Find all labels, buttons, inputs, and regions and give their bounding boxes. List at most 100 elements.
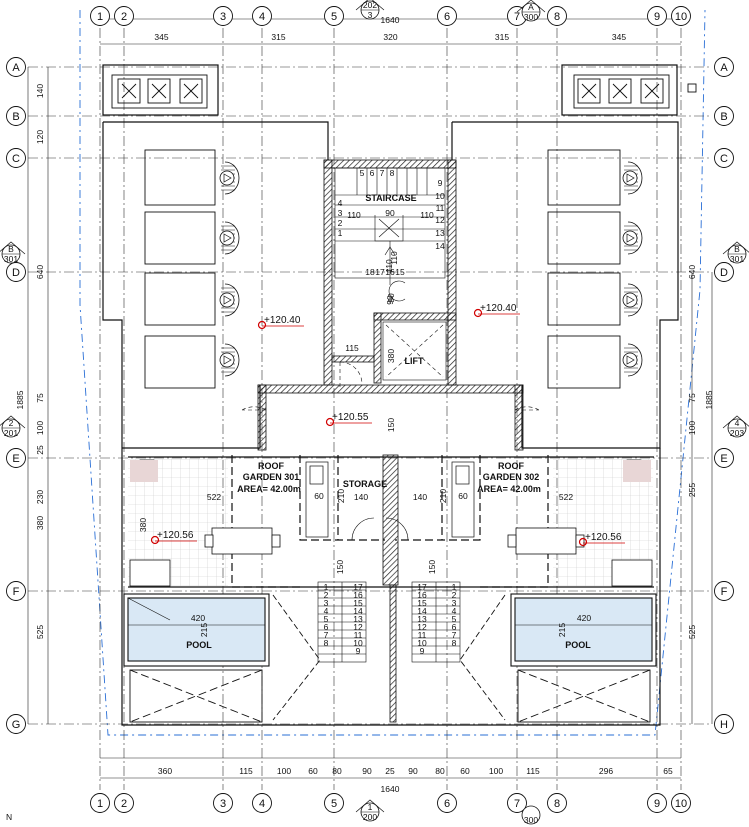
staircase-core <box>241 159 540 451</box>
grid-label: 2 <box>121 798 127 810</box>
section-sheet: 300 <box>524 12 538 22</box>
dim-left: 140 <box>35 84 45 98</box>
section-mark-bottom-right: 300 <box>521 805 541 825</box>
grid-label: 8 <box>554 798 560 810</box>
grid-label: 7 <box>514 798 520 810</box>
grid-bubble-col-2: 2 <box>114 793 134 813</box>
stair-step-number: 3 <box>324 598 329 608</box>
grid-bubble-col-5: 5 <box>324 6 344 26</box>
dimension-lines <box>27 18 713 779</box>
grid-bubble-col-1: 1 <box>90 793 110 813</box>
dim-bottom: 25 <box>385 766 395 776</box>
grid-bubble-col-8: 8 <box>547 793 567 813</box>
stair-step-number: 8 <box>390 168 395 178</box>
dim-bottom-total: 1640 <box>381 784 400 794</box>
grid-bubble-row-right-C: C <box>714 148 734 168</box>
roof-garden-right-name: GARDEN 302 <box>483 472 540 482</box>
stair-step-number: 5 <box>452 614 457 624</box>
grid-bubble-col-3: 3 <box>213 793 233 813</box>
stair-step-number: 5 <box>324 614 329 624</box>
stair-step-number: 2 <box>338 218 343 228</box>
grid-label: G <box>12 719 21 731</box>
stair-step-number: 17 <box>353 582 363 592</box>
dim-top: 345 <box>154 32 168 42</box>
level-marker: +120.40 <box>473 303 520 318</box>
grid-label: 4 <box>259 798 265 810</box>
stair-step-number: 18 <box>365 267 375 277</box>
level-marker: +120.56 <box>150 530 197 545</box>
section-number: 202 <box>363 0 377 10</box>
grid-bubble-col-3: 3 <box>213 6 233 26</box>
grid-label: B <box>720 111 727 123</box>
roof-garden-right-label: ROOF <box>498 461 525 471</box>
grid-bubble-row-G: G <box>6 714 26 734</box>
grid-label: 5 <box>331 11 337 23</box>
stair-step-number: 13 <box>417 614 427 624</box>
stair-dimension: 110 <box>389 251 399 265</box>
stair-step-number: 8 <box>452 638 457 648</box>
stair-step-number: 13 <box>435 228 445 238</box>
section-sheet: 301 <box>4 254 18 264</box>
roof-garden-left-name: GARDEN 301 <box>243 472 300 482</box>
grid-label: 8 <box>554 11 560 23</box>
grid-bubble-col-5: 5 <box>324 793 344 813</box>
stair-dimension: 90 <box>385 208 395 218</box>
dim-bottom: 60 <box>308 766 318 776</box>
ac-units <box>111 74 697 109</box>
stair-step-number: 5 <box>360 168 365 178</box>
level-value: +120.56 <box>157 530 194 541</box>
dimension-d522a: 522 <box>207 492 221 502</box>
north-mark: N <box>6 812 12 822</box>
dimension-d210b: 210 <box>438 489 448 503</box>
grid-bubble-col-9: 9 <box>647 6 667 26</box>
pool-right-width: 420 <box>577 613 591 623</box>
equipment-units-right <box>547 149 643 389</box>
grid-bubble-col-6: 6 <box>437 793 457 813</box>
dim-top: 315 <box>495 32 509 42</box>
stair-step-number: 11 <box>354 630 363 640</box>
stair-step-number: 12 <box>353 622 363 632</box>
dim-left: 230 <box>35 490 45 504</box>
grid-bubble-row-D: D <box>6 262 26 282</box>
grid-bubble-col-10: 10 <box>671 6 691 26</box>
pools <box>123 593 657 667</box>
roof-gardens <box>128 454 653 723</box>
stair-step-number: 15 <box>417 598 427 608</box>
stair-dimension: 90 <box>385 295 395 305</box>
level-value: +120.40 <box>480 303 517 314</box>
pool-right-depth: 215 <box>557 623 567 637</box>
grid-bubble-col-10: 10 <box>671 793 691 813</box>
grid-bubble-col-8: 8 <box>547 6 567 26</box>
grid-bubble-row-right-A: A <box>714 57 734 77</box>
grid-bubble-col-1: 1 <box>90 6 110 26</box>
grid-bubble-col-6: 6 <box>437 6 457 26</box>
stair-step-number: 15 <box>395 267 405 277</box>
pool-left-label: POOL <box>186 640 212 650</box>
stair-step-number: 6 <box>370 168 375 178</box>
section-sheet: 203 <box>730 428 744 438</box>
section-sheet: 3 <box>368 10 373 20</box>
dimension-d110: 110 <box>384 259 394 273</box>
dim-left: 100 <box>35 421 45 435</box>
grid-label: 9 <box>654 11 660 23</box>
section-number: B <box>734 244 740 254</box>
grid-label: 5 <box>331 798 337 810</box>
section-number: A <box>528 2 534 12</box>
grid-label: C <box>720 153 728 165</box>
dim-right: 255 <box>687 483 697 497</box>
dimension-d522b: 522 <box>559 492 573 502</box>
stair-step-number: 6 <box>452 622 457 632</box>
stair-step-number: 9 <box>438 178 443 188</box>
grid-bubble-col-7: 7 <box>507 793 527 813</box>
dimension-d380l: 380 <box>138 518 148 532</box>
level-value: +120.40 <box>264 315 301 326</box>
grid-bubble-row-E: E <box>6 448 26 468</box>
dim-left: 640 <box>35 265 45 279</box>
grid-label: 10 <box>675 798 687 810</box>
grid-label: 2 <box>121 11 127 23</box>
stair-step-number: 3 <box>452 598 457 608</box>
